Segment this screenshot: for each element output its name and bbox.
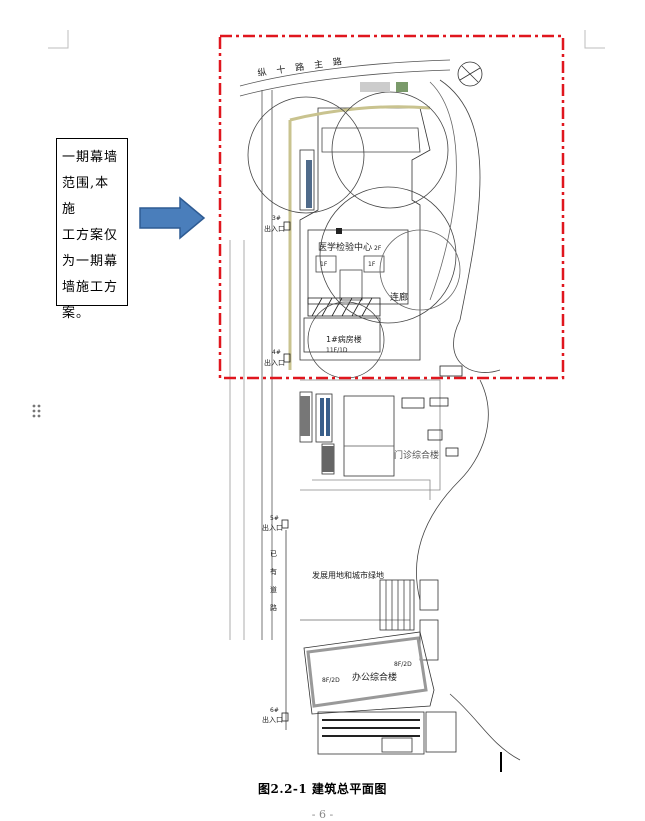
page-number: - 6 - bbox=[311, 808, 334, 821]
entrance-3-number: 3# bbox=[272, 215, 281, 222]
phase1-boundary bbox=[218, 34, 565, 380]
entrance-3-text: 出入口 bbox=[264, 224, 285, 233]
office-floors-label: 8F/2D bbox=[394, 661, 412, 668]
right-arrow-icon bbox=[139, 196, 206, 240]
entrance-4-text: 出入口 bbox=[264, 358, 285, 367]
annotation-line-6: 案。 bbox=[62, 306, 91, 321]
road-label: 纵十路主路 bbox=[257, 54, 353, 79]
entrance-6-number: 6# bbox=[270, 707, 279, 714]
outpatient-label: 门诊综合楼 bbox=[394, 449, 439, 461]
existing-road-label-4: 路 bbox=[270, 603, 277, 612]
annotation-line-3: 工方案仅 bbox=[62, 228, 119, 243]
lab-center-label: 医学检验中心 bbox=[318, 241, 372, 253]
existing-road-label-3: 道 bbox=[270, 585, 277, 594]
corridor-label: 连廊 bbox=[390, 291, 408, 303]
annotation-line-4: 为一期幕 bbox=[62, 254, 119, 269]
entrance-5-text: 出入口 bbox=[262, 523, 283, 532]
figure-caption: 图2.2-1 建筑总平面图 bbox=[258, 782, 387, 796]
existing-road-label-1: 已 bbox=[270, 550, 277, 558]
annotation-line-2: 范围,本施 bbox=[62, 176, 110, 217]
ward-label: 1#病房楼 bbox=[326, 334, 362, 344]
entrance-4-number: 4# bbox=[272, 349, 281, 356]
annotation-line-5: 墙施工方 bbox=[62, 280, 119, 295]
office-label: 办公综合楼 bbox=[352, 671, 397, 683]
annotation-line-1: 一期幕墙 bbox=[62, 150, 119, 165]
site-plan-drawing: 纵十路主路 医学检验中心 2F 1F 1F 连廊 1#病房楼 11F/1D 门诊… bbox=[218, 34, 565, 761]
text-cursor bbox=[500, 752, 502, 772]
ward-floors-label: 11F/1D bbox=[326, 347, 348, 354]
floor-label-2f: 2F bbox=[374, 245, 382, 252]
floor-label-1f-right: 1F bbox=[368, 261, 376, 268]
floor-label-1f-left: 1F bbox=[320, 261, 328, 268]
entrance-6-text: 出入口 bbox=[262, 715, 283, 724]
existing-road-label-2: 有 bbox=[270, 567, 277, 576]
development-label: 发展用地和城市绿地 bbox=[312, 570, 384, 580]
drag-handle-icon[interactable] bbox=[32, 404, 42, 420]
office-floors-label-left: 8F/2D bbox=[322, 677, 340, 684]
entrance-5-number: 5# bbox=[270, 515, 279, 522]
scope-annotation-box: 一期幕墙 范围,本施 工方案仅 为一期幕 墙施工方 案。 bbox=[56, 138, 128, 321]
